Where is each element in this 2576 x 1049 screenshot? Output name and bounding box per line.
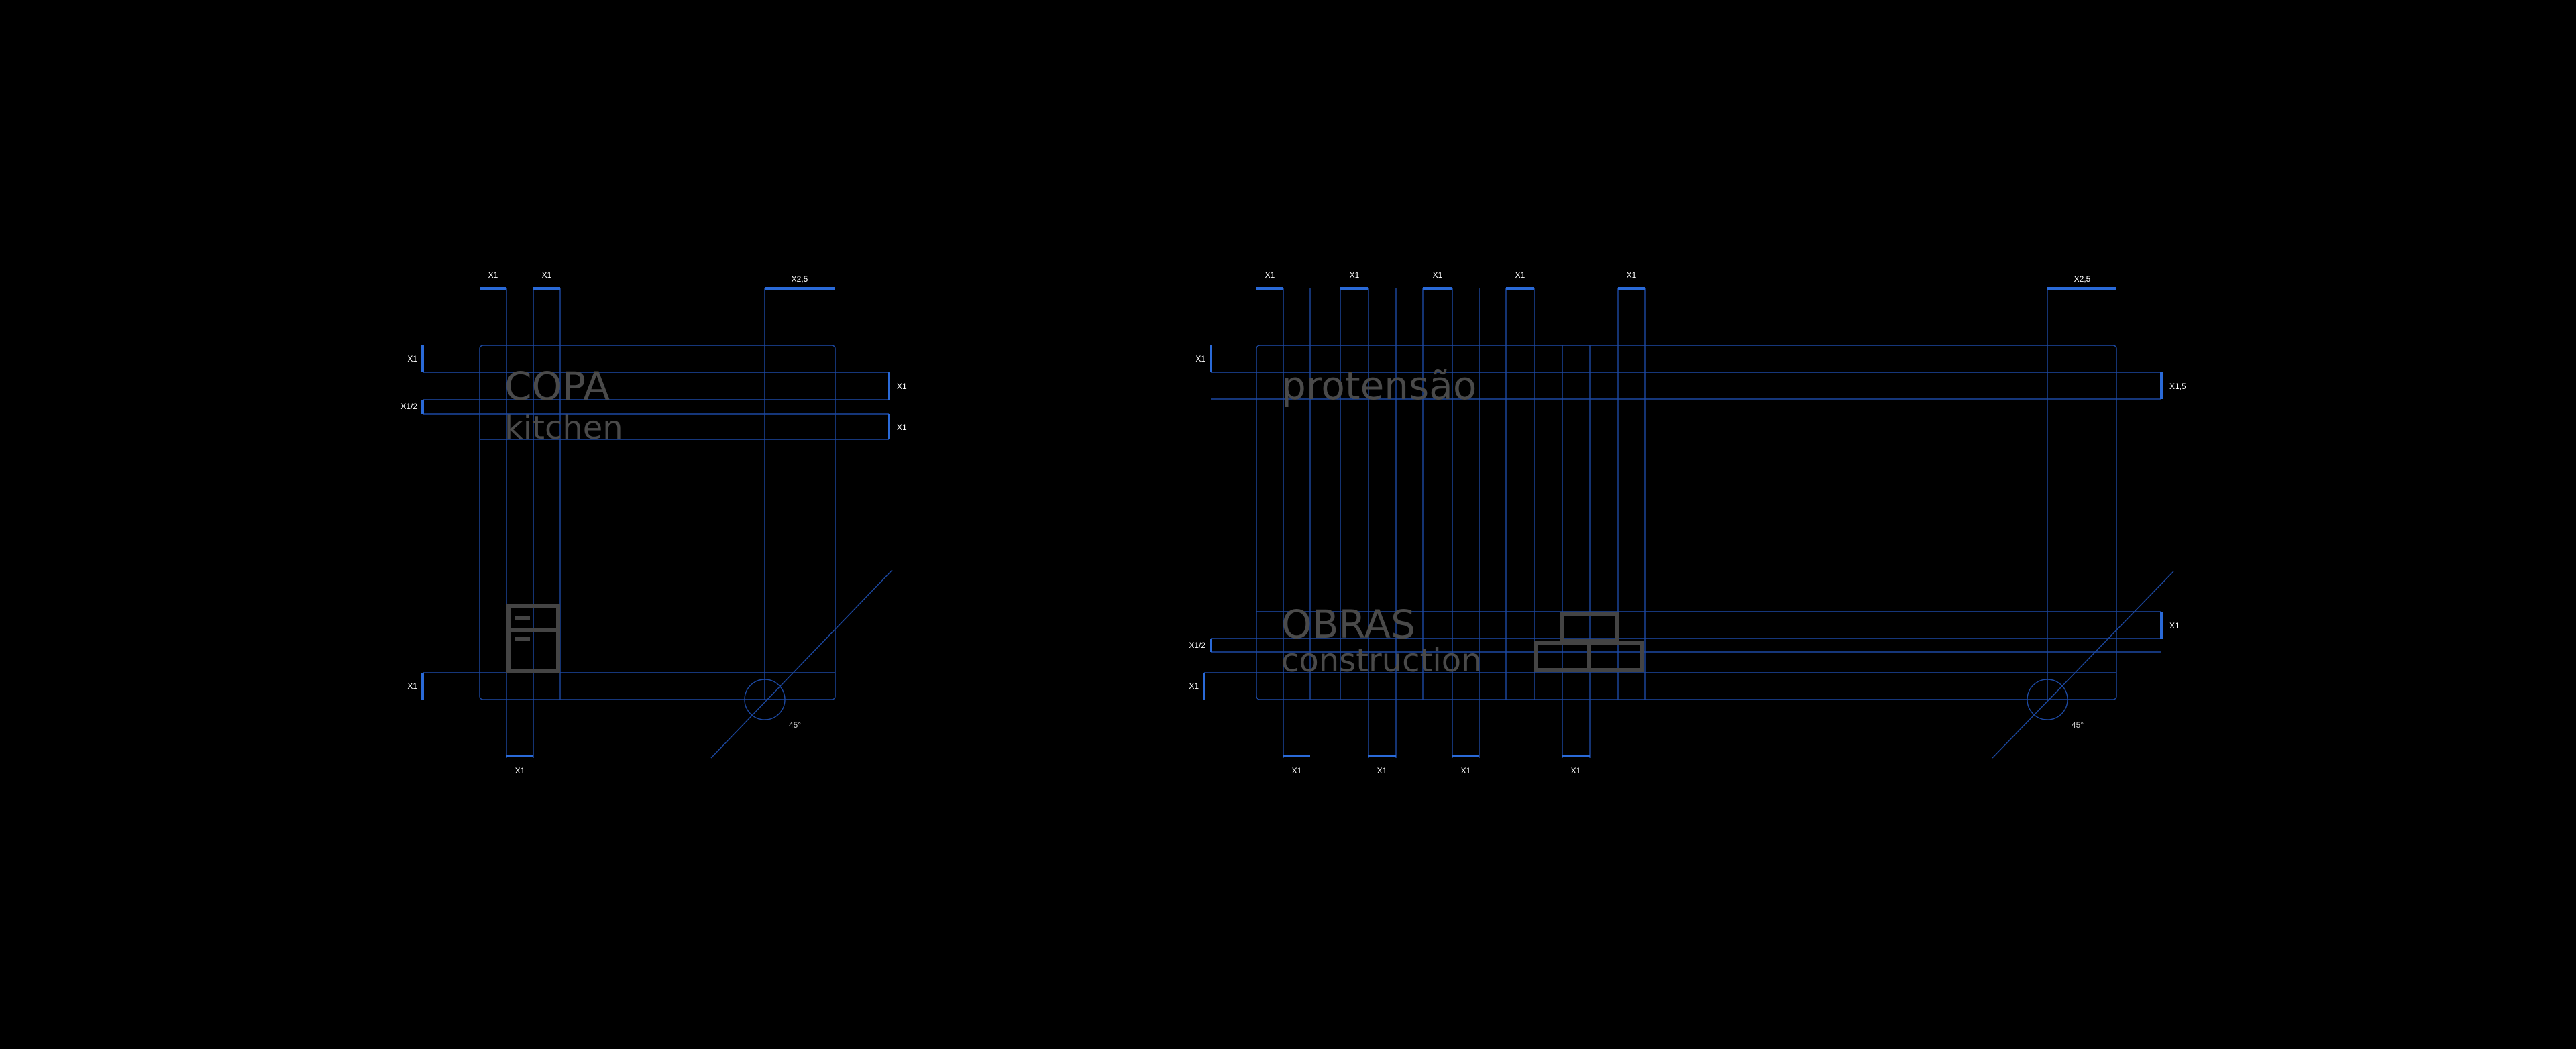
obras-top-label: X1: [1433, 270, 1443, 280]
copa-top-label: X1: [488, 270, 498, 280]
copa-title: COPA: [504, 364, 610, 409]
obras-left-label: X1: [1195, 354, 1205, 364]
obras-right-label: X1: [2169, 621, 2180, 630]
panel-copa: X1 X1 X2,5 X1 X1/2 X1 X1 X1 X1 45° COPA …: [400, 270, 907, 775]
obras-top-label: X1: [1627, 270, 1637, 280]
copa-bottom-label: X1: [515, 766, 525, 775]
panel-copa-labels: X1 X1 X2,5 X1 X1/2 X1 X1 X1 X1 45°: [400, 270, 907, 775]
protensao-title: protensão: [1281, 363, 1477, 408]
panel-copa-grid: [423, 288, 893, 759]
obras-bottom-label: X1: [1461, 766, 1471, 775]
copa-angle-label: 45°: [789, 720, 801, 730]
obras-top-label: X1: [1350, 270, 1360, 280]
obras-left-label: X1/2: [1189, 641, 1205, 650]
copa-right-label: X1: [897, 423, 907, 432]
panel-obras-grid: [1204, 288, 2174, 759]
stove-icon: [506, 604, 560, 673]
obras-bottom-label: X1: [1571, 766, 1581, 775]
copa-subtitle: kitchen: [504, 409, 623, 447]
obras-angle-label: 45°: [2072, 720, 2084, 730]
obras-top-label: X1: [1515, 270, 1525, 280]
obras-bottom-label: X1: [1377, 766, 1387, 775]
obras-right-label: X1,5: [2169, 382, 2186, 391]
panel-copa-markers: [421, 287, 890, 757]
bricks-icon: [1534, 612, 1644, 672]
copa-right-label: X1: [897, 382, 907, 391]
obras-bottom-label: X1: [1292, 766, 1302, 775]
panel-obras: X1 X1 X1 X1 X1 X2,5 X1 X1/2 X1 X1,5 X1 X…: [1189, 270, 2186, 775]
copa-left-label: X1: [407, 354, 417, 364]
copa-left-label: X1: [407, 681, 417, 691]
obras-top-label: X2,5: [2074, 274, 2091, 284]
panel-obras-markers: [1203, 287, 2163, 757]
obras-subtitle: construction: [1281, 642, 1482, 679]
obras-left-label: X1: [1189, 681, 1199, 691]
panel-obras-labels: X1 X1 X1 X1 X1 X2,5 X1 X1/2 X1 X1,5 X1 X…: [1189, 270, 2186, 775]
copa-top-label: X2,5: [792, 274, 808, 284]
copa-top-label: X1: [542, 270, 552, 280]
obras-top-label: X1: [1265, 270, 1275, 280]
copa-left-label: X1/2: [400, 402, 417, 411]
obras-title: OBRAS: [1281, 602, 1415, 647]
